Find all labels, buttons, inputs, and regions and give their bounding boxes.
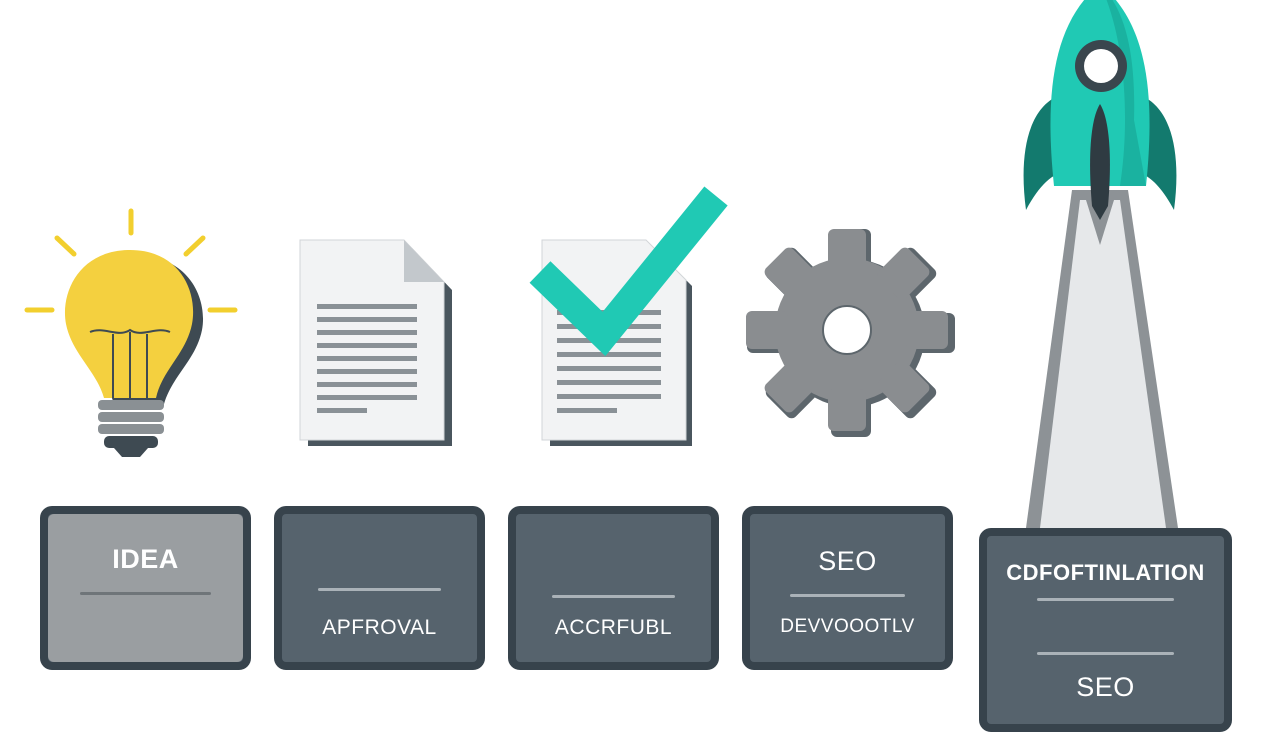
- checkmark-icon: [529, 186, 728, 357]
- divider: [1037, 652, 1174, 655]
- stage-subtitle: SEO: [1076, 672, 1135, 702]
- rocket-exhaust-beam: [1026, 190, 1178, 528]
- stage-card-idea[interactable]: IDEA: [40, 506, 251, 670]
- stage-subtitle: APFROVAL: [322, 616, 437, 639]
- stage-card-accrfubl[interactable]: ACCRFUBL: [508, 506, 719, 670]
- gear-icon: [746, 229, 955, 437]
- divider: [790, 594, 905, 597]
- divider: [318, 588, 441, 591]
- document-icon: [299, 239, 452, 446]
- stage-title: CDFOFTINLATION: [1006, 560, 1205, 585]
- stage-title: IDEA: [112, 544, 179, 574]
- checked-document-icon: [529, 186, 728, 446]
- lightbulb-icon: [24, 208, 238, 457]
- stage-card-approval[interactable]: APFROVAL: [274, 506, 485, 670]
- stage-subtitle: ACCRFUBL: [554, 616, 673, 639]
- rocket-icon: [1023, 0, 1177, 220]
- stage-card-seo[interactable]: SEO DEVVOOOTLV: [742, 506, 953, 670]
- divider: [552, 595, 675, 598]
- divider: [1037, 598, 1174, 601]
- divider: [80, 592, 211, 595]
- stage-card-launch[interactable]: CDFOFTINLATION SEO: [979, 528, 1232, 732]
- stage-subtitle: DEVVOOOTLV: [780, 616, 915, 637]
- stage-title: SEO: [818, 546, 877, 576]
